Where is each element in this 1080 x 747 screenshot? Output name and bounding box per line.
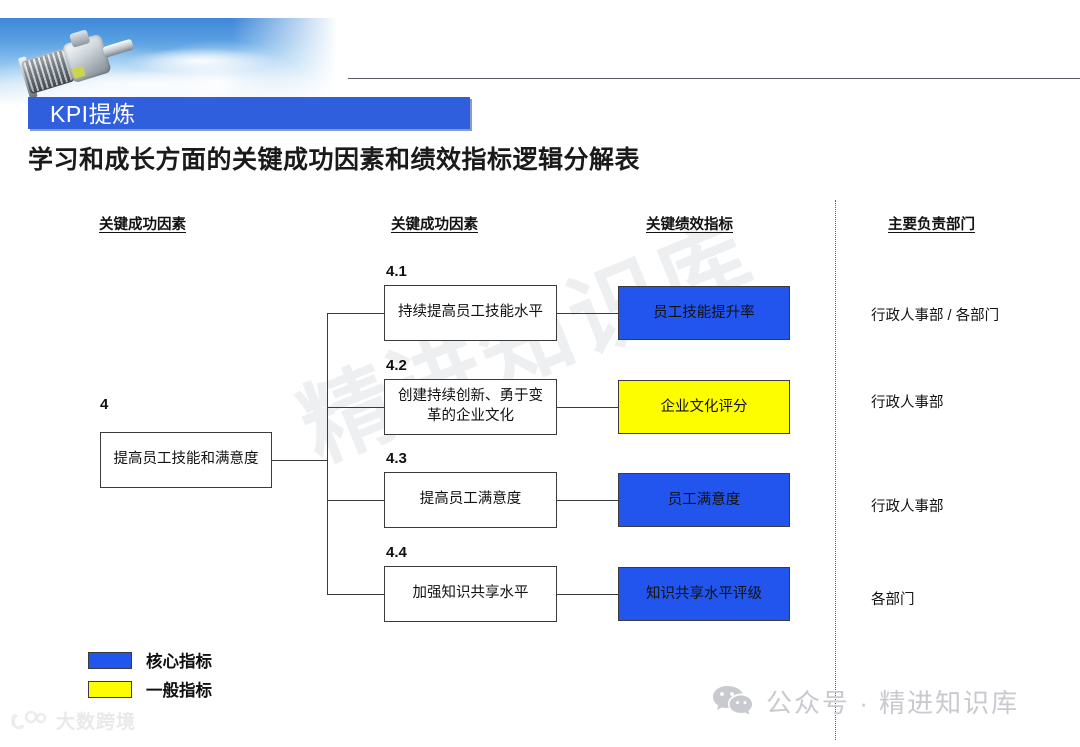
legend-label-core: 核心指标: [146, 653, 212, 671]
factor-box-4-2[interactable]: 创建持续创新、勇于变革的企业文化: [384, 379, 557, 435]
node-index-4-1: 4.1: [386, 263, 407, 280]
section-title-label: KPI提炼: [50, 101, 136, 127]
connector-kpi-4: [557, 594, 618, 596]
brand-logo-label: 大数跨境: [56, 712, 137, 733]
column-header-key-success-factor-1: 关键成功因素: [99, 217, 186, 233]
legend-item-general: 一般指标: [88, 677, 212, 701]
factor-box-4-3[interactable]: 提高员工满意度: [384, 472, 557, 528]
vertical-dotted-divider: [835, 200, 836, 740]
legend-label-general: 一般指标: [146, 682, 212, 700]
section-title-bar: KPI提炼: [28, 97, 470, 129]
column-header-key-success-factor-2: 关键成功因素: [391, 217, 478, 233]
department-label-4-4: 各部门: [871, 592, 915, 608]
connector-root-stem: [272, 460, 328, 462]
node-index-4-2: 4.2: [386, 357, 407, 374]
connector-branch-2: [327, 407, 385, 409]
kpi-box-4-2[interactable]: 企业文化评分: [618, 380, 790, 434]
kpi-box-4-3[interactable]: 员工满意度: [618, 473, 790, 527]
header-banner-image: [0, 18, 352, 106]
brand-logo-icon: [10, 710, 48, 732]
cloud-shape: [126, 48, 276, 74]
connector-kpi-1: [557, 313, 618, 315]
header-divider-rule: [348, 78, 1080, 79]
brand-logo-watermark: 大数跨境: [10, 707, 136, 734]
kpi-box-4-1[interactable]: 员工技能提升率: [618, 286, 790, 340]
connector-kpi-2: [557, 407, 618, 409]
kpi-box-4-4[interactable]: 知识共享水平评级: [618, 567, 790, 621]
connector-kpi-3: [557, 500, 618, 502]
legend-swatch-general: [88, 680, 132, 698]
factor-box-4-1[interactable]: 持续提高员工技能水平: [384, 285, 557, 341]
connector-branch-1: [327, 313, 385, 315]
department-label-4-3: 行政人事部: [871, 499, 944, 515]
wechat-footer-label: 公众号 · 精进知识库: [766, 688, 1020, 718]
department-label-4-2: 行政人事部: [871, 395, 944, 411]
root-node-box[interactable]: 提高员工技能和满意度: [100, 432, 272, 488]
connector-vertical-spine: [327, 313, 329, 595]
department-label-4-1: 行政人事部 / 各部门: [871, 308, 1000, 324]
node-index-4-3: 4.3: [386, 450, 407, 467]
factor-box-4-4[interactable]: 加强知识共享水平: [384, 566, 557, 622]
page-title: 学习和成长方面的关键成功因素和绩效指标逻辑分解表: [28, 146, 641, 174]
node-index-4-4: 4.4: [386, 544, 407, 561]
column-header-responsible-department: 主要负责部门: [888, 217, 975, 233]
wechat-icon: [712, 683, 752, 720]
legend-item-core: 核心指标: [88, 648, 212, 672]
wechat-footer: 公众号 · 精进知识库: [712, 683, 1019, 720]
connector-branch-3: [327, 500, 385, 502]
column-header-key-performance-indicator: 关键绩效指标: [646, 217, 733, 233]
root-node-index: 4: [100, 396, 109, 413]
connector-branch-4: [327, 594, 385, 596]
output-shaft: [102, 38, 135, 58]
legend-swatch-core: [88, 651, 132, 669]
